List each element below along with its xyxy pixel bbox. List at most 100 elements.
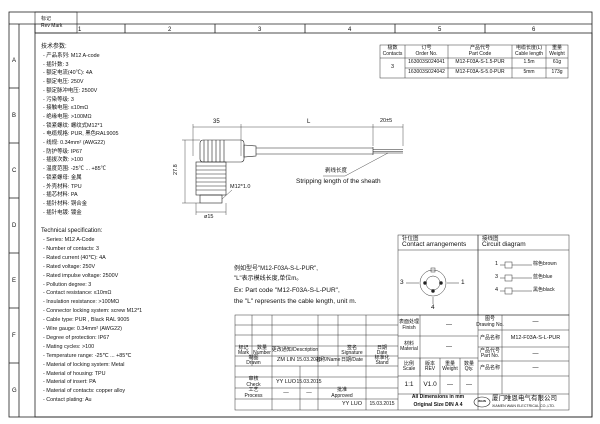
spec-line: - 插针材料: 铜合金 — [43, 200, 88, 207]
pin-label-4: 4 — [431, 304, 435, 311]
spec-line: - 防护等级: IP67 — [43, 148, 82, 155]
spec-line: - 插拔次数: >100 — [43, 157, 83, 164]
spec-line: - Insulation resistance: >100MΩ — [43, 299, 120, 306]
ruler-col-5: 5 — [438, 27, 442, 33]
spec-line: - Rated voltage: 250V — [43, 263, 96, 270]
spec-en-title: Technical specification: — [41, 228, 103, 234]
ruler-row-f: F — [12, 333, 16, 339]
ruler-col-4: 4 — [348, 27, 352, 33]
spec-line: - Material of locking system: Metal — [43, 361, 125, 368]
tb-weight-value: — — [447, 381, 453, 388]
spec-line: - 线规: 0.34mm² (AWG22) — [43, 140, 106, 146]
spec-cn-list: - 产品系列: M12 A-code- 插针数: 3- 额定电流(40℃): 4… — [43, 53, 173, 220]
spec-line: - 电缆规格: PUR, 黑色RAL9005 — [43, 131, 119, 138]
strip-label-cn: 剥线长度 — [325, 168, 348, 174]
spec-line: - Rated impulse voltage: 2500V — [43, 272, 119, 279]
spec-line: - 污染等级: 3 — [43, 96, 74, 103]
thread-label: M12*1.0 — [230, 184, 251, 190]
tb-part-value: — — [532, 350, 539, 357]
spec-line: - 锁紧螺纹: 螺纹式M12*1 — [43, 122, 103, 129]
spec-line: - 插芯材料: PA — [43, 192, 78, 199]
order-table-header: 电缆长度(L)Cable length — [514, 45, 544, 57]
tb-approved-date: 15.03.2015 — [369, 400, 395, 407]
ruler-row-c: C — [12, 168, 17, 174]
circuit-pin: 3 — [495, 274, 499, 280]
table-cell: 1.5m — [523, 59, 535, 66]
ruler-row-g: G — [12, 388, 17, 394]
spec-line: - Pollution degree: 3 — [43, 281, 92, 288]
spec-line: - Rated current (40℃): 4A — [43, 254, 106, 261]
tb-name-date-header: 名称/Name — [315, 357, 341, 364]
company-name-cn: 厦门唯恩电气有限公司 — [492, 395, 557, 402]
example-cn-2: "L"表示模线长度,单位m。 — [234, 276, 303, 282]
pin-box-en: Contact arrangements — [402, 241, 467, 248]
tb-drawing-no-value: — — [532, 319, 539, 326]
spec-line: - Connector locking system: screw M12*1 — [43, 308, 143, 315]
spec-line: - Material of housing: TPU — [43, 370, 106, 377]
spec-line: - 锁紧螺母: 金属 — [43, 174, 82, 181]
spec-line: - Temperature range: -25℃ ... +85℃ — [43, 352, 132, 359]
example-en-1: Ex: Part code "M12-F03A-S-L-PUR", — [234, 287, 340, 294]
rev-mark-cn: 标记 — [41, 16, 52, 22]
order-table-contacts: 3 — [390, 64, 395, 71]
ruler-row-e: E — [12, 278, 17, 284]
company-logo: WAIN — [478, 399, 486, 404]
circuit-pin: 1 — [495, 261, 499, 267]
spec-line: - 产品系列: M12 A-code — [43, 53, 100, 59]
wire-label-brown: 棕色brown — [533, 261, 557, 267]
spec-line: - Series: M12 A-Code — [43, 237, 95, 243]
spec-line: - Cable type: PUR , Black RAL 9005 — [43, 317, 130, 324]
pin-label-1: 1 — [461, 279, 465, 286]
tb-date-date-header: 日期/Date — [341, 357, 363, 364]
tb-product-label: 产品名称 — [479, 334, 500, 341]
spec-en-list: - Series: M12 A-Code- Number of contacts… — [43, 237, 203, 406]
spec-line: - Mating cycles: >100 — [43, 343, 95, 350]
table-cell: 173g — [551, 69, 563, 76]
tb-finish-value: — — [446, 322, 452, 329]
spec-line: - Material of insert: PA — [43, 379, 96, 386]
tb-rev-value: V1.0 — [423, 380, 437, 388]
pin-box-cn: 针位图 — [402, 236, 419, 242]
tb-process-date: — — [306, 389, 312, 396]
spec-line: - 插针数: 3 — [43, 61, 69, 68]
spec-line: - Wire gauge: 0.34mm² (AWG22) — [43, 326, 122, 332]
company-logo-mark — [473, 396, 491, 408]
spec-line: - Degree of protection: IP67 — [43, 334, 110, 341]
tb-scale-value: 1:1 — [404, 380, 414, 388]
tb-change: 更改通知/Description — [271, 347, 319, 354]
ruler-row-a: A — [12, 58, 17, 64]
ruler-row-d: D — [12, 223, 17, 229]
tb-approved-name: YY LUO — [341, 400, 363, 407]
circuit-box-en: Circuit diagram — [482, 241, 526, 248]
tb-name-label: 产品名称 — [479, 364, 500, 371]
table-cell: 61g — [552, 59, 562, 66]
ruler-col-2: 2 — [168, 27, 172, 33]
table-cell: M12-F03A-S-5.0-PUR — [455, 69, 505, 76]
tb-qty-value: — — [466, 381, 472, 388]
circuit-box-cn: 接线图 — [482, 236, 499, 242]
spec-line: - 接触电阻: ≤10mΩ — [43, 105, 89, 112]
dim-dia15: ø15 — [204, 214, 214, 220]
spec-line: - 温度范围: -25℃ ... +85℃ — [43, 166, 107, 173]
example-en-2: the "L" represents the cable length, uni… — [234, 298, 357, 305]
spec-cn-title: 技术参数: — [41, 44, 67, 50]
dim-20: 20±5 — [380, 118, 393, 124]
